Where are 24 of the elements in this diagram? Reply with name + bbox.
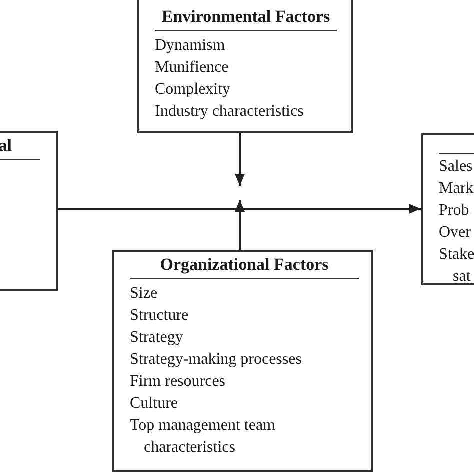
factor-item: Top management team characteristics (129, 416, 276, 458)
factor-item: Mark (438, 179, 474, 199)
factor-item: Stake (438, 245, 474, 265)
factor-box (137, 0, 353, 133)
factor-item: Size (129, 284, 158, 304)
factor-item: Firm resources (129, 372, 226, 392)
factor-item: Culture (129, 394, 178, 414)
factor-item: sat (452, 267, 471, 287)
factor-item: Prob (438, 201, 470, 221)
factor-item: Sales (438, 157, 473, 177)
factor-item: Over (438, 223, 471, 243)
factor-item: Industry characteristics (154, 102, 304, 122)
factor-item: Dynamism (154, 36, 226, 56)
factor-item: Complexity (154, 80, 231, 100)
box-heading: Environmental Factors (155, 6, 337, 31)
factor-item: Strategy (129, 328, 184, 348)
factor-item: Structure (129, 306, 189, 326)
factor-item: Strategy-making processes (129, 350, 302, 370)
arrow (235, 200, 245, 250)
factor-box (112, 250, 373, 472)
arrow (235, 133, 245, 186)
arrow (58, 204, 421, 214)
box-heading: Organizational Factors (130, 254, 359, 279)
factor-item: Munifience (154, 58, 229, 78)
